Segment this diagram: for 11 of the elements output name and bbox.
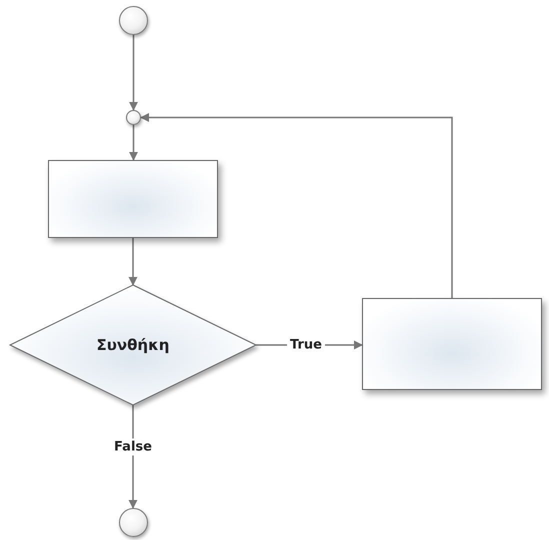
condition-text: Συνθήκη	[96, 336, 170, 354]
arrow	[140, 113, 453, 298]
process-box	[362, 298, 542, 390]
decision-diamond	[10, 285, 256, 405]
terminal-circle	[119, 508, 148, 537]
junction-circle	[126, 110, 141, 125]
process-box	[48, 160, 218, 238]
terminal-circle	[119, 6, 148, 35]
arrow	[128, 238, 138, 286]
arrow	[129, 125, 138, 161]
arrow	[129, 35, 138, 111]
